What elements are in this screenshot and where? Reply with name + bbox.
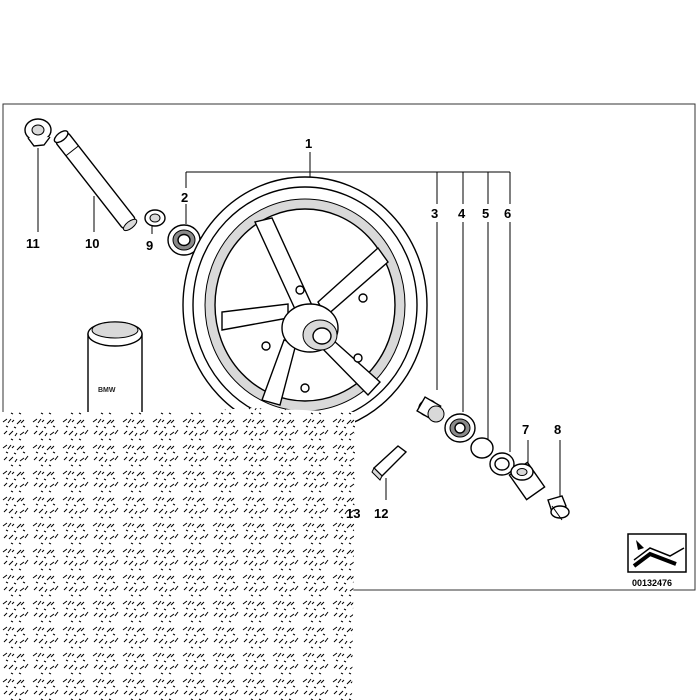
- tin-brand-label: BMW: [98, 387, 116, 394]
- circlip: [470, 437, 494, 459]
- scribble-overlay: [0, 408, 355, 700]
- callout-bracket: [185, 152, 511, 204]
- callout-10: 10: [85, 236, 99, 251]
- callout-12: 12: [374, 506, 388, 521]
- document-id: 00132476: [632, 578, 672, 588]
- callout-labels: 1 2 3 4 5 6 7 8 9 10 11 12 13: [26, 136, 561, 521]
- callout-9: 9: [146, 238, 153, 253]
- callout-3: 3: [431, 206, 438, 221]
- bushing: [508, 461, 546, 501]
- left-bearing: [167, 224, 201, 256]
- page-symbol-icon: [627, 533, 687, 573]
- callout-8: 8: [554, 422, 561, 437]
- callout-7: 7: [522, 422, 529, 437]
- spacer-sleeve: [416, 396, 445, 423]
- axle-shaft: [53, 130, 138, 232]
- wheel-hub: [281, 303, 339, 353]
- callout-1: 1: [305, 136, 312, 151]
- callout-13: 13: [346, 506, 360, 521]
- right-bearing: [444, 413, 476, 443]
- callout-2: 2: [181, 190, 188, 205]
- seal-ring: [489, 452, 515, 476]
- brake-disc-bosses: [261, 285, 368, 393]
- grease-tin: BMW: [87, 321, 143, 427]
- callout-4: 4: [458, 206, 466, 221]
- leader-lines: [37, 148, 561, 500]
- callout-5: 5: [482, 206, 489, 221]
- balance-weight: [371, 445, 408, 481]
- axle-collar: [144, 209, 166, 227]
- callout-11: 11: [26, 236, 40, 251]
- axle-cap: [24, 118, 52, 147]
- bolt: [547, 495, 570, 521]
- cast-wheel: [182, 176, 428, 434]
- callout-6: 6: [504, 206, 511, 221]
